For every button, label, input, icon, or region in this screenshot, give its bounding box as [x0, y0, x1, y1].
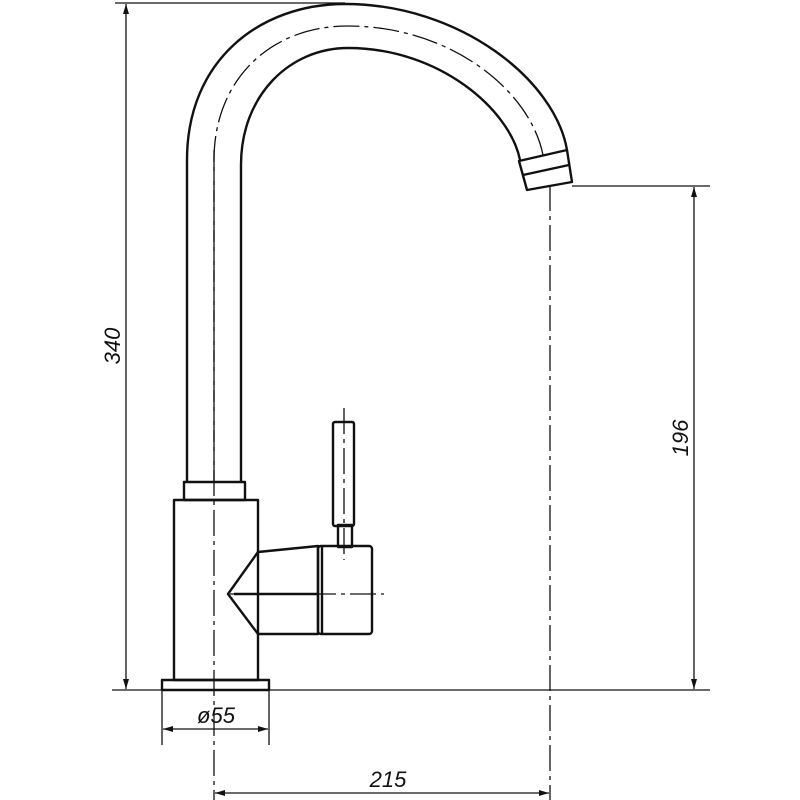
nozzle-band — [522, 163, 570, 177]
lever-stem — [336, 523, 354, 549]
center-lines — [213, 25, 551, 800]
spout-outer — [185, 2, 569, 482]
base-plate — [160, 678, 271, 692]
label-base-diameter: ø55 — [197, 703, 236, 728]
faucet-outline — [160, 2, 574, 692]
handle-cap — [316, 544, 374, 636]
dimension-lines — [112, 2, 710, 796]
handle-hub — [226, 544, 320, 636]
spout-axis — [213, 25, 544, 482]
dimension-labels: 340 196 ø55 215 — [100, 327, 693, 792]
spout-inner — [239, 46, 522, 482]
body-cylinder — [172, 498, 260, 682]
label-spout-reach: 215 — [369, 767, 407, 792]
spout-nozzle — [517, 148, 574, 192]
label-outlet-height: 196 — [668, 419, 693, 456]
label-overall-height: 340 — [100, 327, 125, 364]
